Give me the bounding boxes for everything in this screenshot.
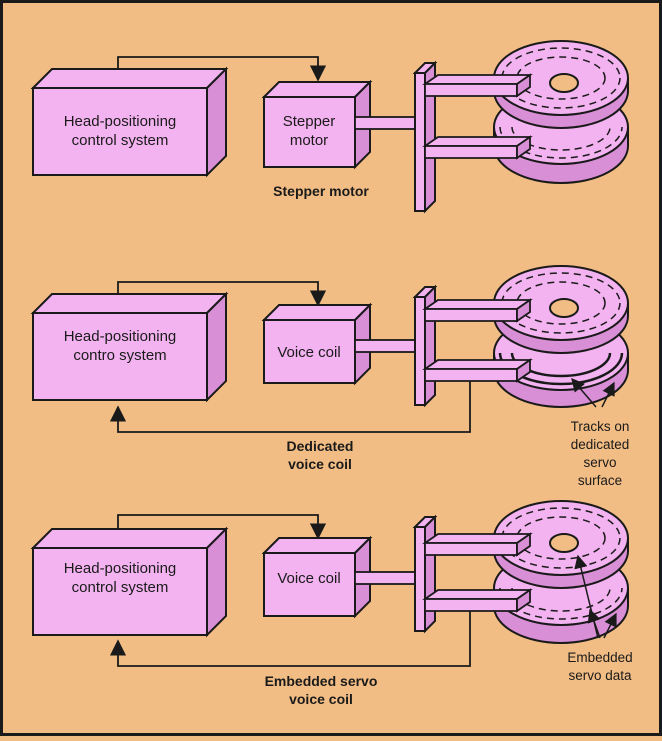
actuator-shaft-2 bbox=[354, 339, 416, 353]
actuator-label-line2: motor bbox=[290, 132, 328, 149]
actuator-label-line1: Voice coil bbox=[277, 344, 340, 361]
control-label-line2: control system bbox=[72, 579, 169, 596]
note-line3: servo bbox=[583, 455, 616, 470]
control-label-line1: Head-positioning bbox=[64, 113, 177, 130]
control-label-line1: Head-positioning bbox=[64, 328, 177, 345]
disk-stack-2 bbox=[493, 265, 629, 408]
actuator-shaft-3 bbox=[354, 571, 416, 585]
control-signal-arrow-2 bbox=[117, 281, 327, 307]
actuator-block-2: Voice coil bbox=[261, 302, 373, 386]
panel-embedded-servo-voice-coil: Head-positioning control system Voice co… bbox=[30, 500, 633, 707]
servo-track-pointers bbox=[571, 377, 615, 408]
control-system-block-2: Head-positioning contro system bbox=[30, 291, 229, 403]
panel-caption-line1: Embedded servo bbox=[265, 673, 378, 689]
disk-stack-1 bbox=[493, 40, 629, 184]
control-label-line1: Head-positioning bbox=[64, 560, 177, 577]
control-system-block-3: Head-positioning control system bbox=[30, 526, 229, 638]
disk-stack-3 bbox=[493, 500, 629, 644]
actuator-block-3: Voice coil bbox=[261, 535, 373, 619]
control-label-line2: control system bbox=[72, 132, 169, 149]
actuator-label-line1: Stepper bbox=[283, 113, 336, 130]
head-carriage-2 bbox=[412, 284, 533, 408]
note-line2: dedicated bbox=[571, 437, 630, 452]
panel-dedicated-voice-coil: Head-positioning contro system Voice coi… bbox=[30, 265, 630, 488]
panel-stepper-motor: Head-positioning control system Stepper … bbox=[30, 40, 629, 214]
feedback-arrow-2 bbox=[109, 375, 471, 433]
panel-caption-line1: Stepper motor bbox=[273, 183, 369, 199]
actuator-block-1: Stepper motor bbox=[261, 79, 373, 170]
embedded-servo-pointers bbox=[574, 554, 617, 639]
control-label-line2: contro system bbox=[73, 347, 166, 364]
actuator-shaft-1 bbox=[354, 116, 416, 130]
head-carriage-3 bbox=[412, 514, 533, 634]
actuator-label-line1: Voice coil bbox=[277, 570, 340, 587]
head-carriage-1 bbox=[412, 60, 533, 214]
panel-caption-line2: voice coil bbox=[289, 691, 353, 707]
note-line2: servo data bbox=[568, 668, 632, 683]
note-line1: Tracks on bbox=[571, 419, 630, 434]
note-line4: surface bbox=[578, 473, 622, 488]
panel-caption-line2: voice coil bbox=[288, 456, 352, 472]
panel-caption-line1: Dedicated bbox=[287, 438, 354, 454]
control-signal-arrow-1 bbox=[117, 56, 327, 82]
control-system-block-1: Head-positioning control system bbox=[30, 66, 229, 178]
feedback-arrow-3 bbox=[109, 598, 471, 667]
note-line1: Embedded bbox=[567, 650, 632, 665]
control-signal-arrow-3 bbox=[117, 514, 327, 540]
